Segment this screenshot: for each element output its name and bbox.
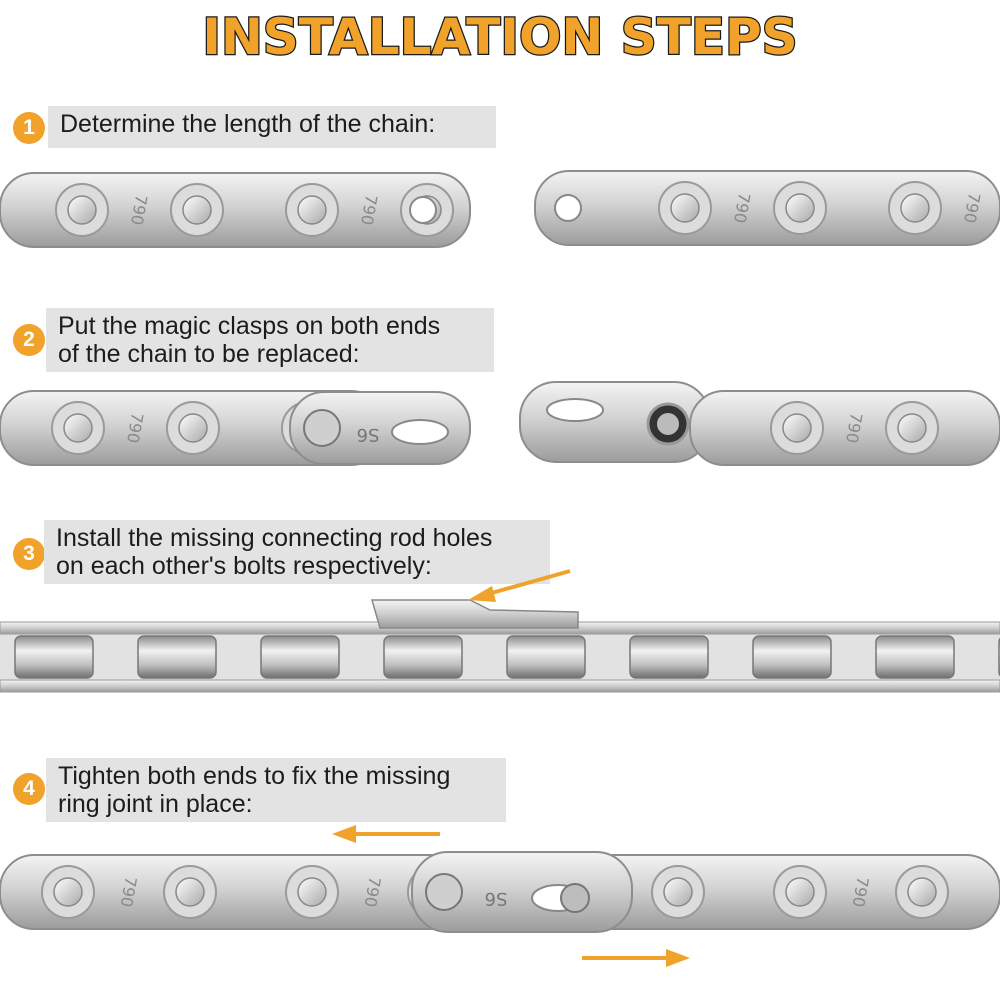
step-2-text-line-2: of the chain to be replaced: [58,340,360,368]
step-3-text-line-1: Install the missing connecting rod holes [56,524,493,552]
step-2-chain-right: 790 [689,390,1000,466]
step-2-number-badge: 2 [13,324,45,356]
svg-text:S6: S6 [357,424,380,445]
step-1-open-end-left [409,196,437,224]
step-2-label: Put the magic clasps on both ends of the… [46,308,494,372]
step-4-left-arrow-icon [332,825,440,843]
step-4-installed-clasp: S6 [411,851,633,933]
step-2-clasp-right [519,381,711,463]
step-3-chain-top-view [0,599,1000,693]
svg-text:S6: S6 [485,888,508,909]
step-3-text-line-2: on each other's bolts respectively: [56,552,432,580]
step-3-number-badge: 3 [13,538,45,570]
step-4-right-arrow-icon [582,949,690,967]
step-4-text-line-2: ring joint in place: [58,790,253,818]
step-4-text-line-1: Tighten both ends to fix the missing [58,762,451,790]
step-3-label: Install the missing connecting rod holes… [44,520,550,584]
step-4-label: Tighten both ends to fix the missing rin… [46,758,506,822]
page-title: INSTALLATION STEPS [201,7,799,68]
step-3-arrow-icon [468,569,571,602]
step-2-clasp-left: S6 [289,391,471,465]
step-1-number-badge: 1 [13,112,45,144]
step-2-text-line-1: Put the magic clasps on both ends [58,312,441,340]
step-1-label: Determine the length of the chain: [48,106,496,148]
step-1-open-end-right [554,194,582,222]
step-1-text: Determine the length of the chain: [60,110,436,138]
step-4-number-badge: 4 [13,773,45,805]
